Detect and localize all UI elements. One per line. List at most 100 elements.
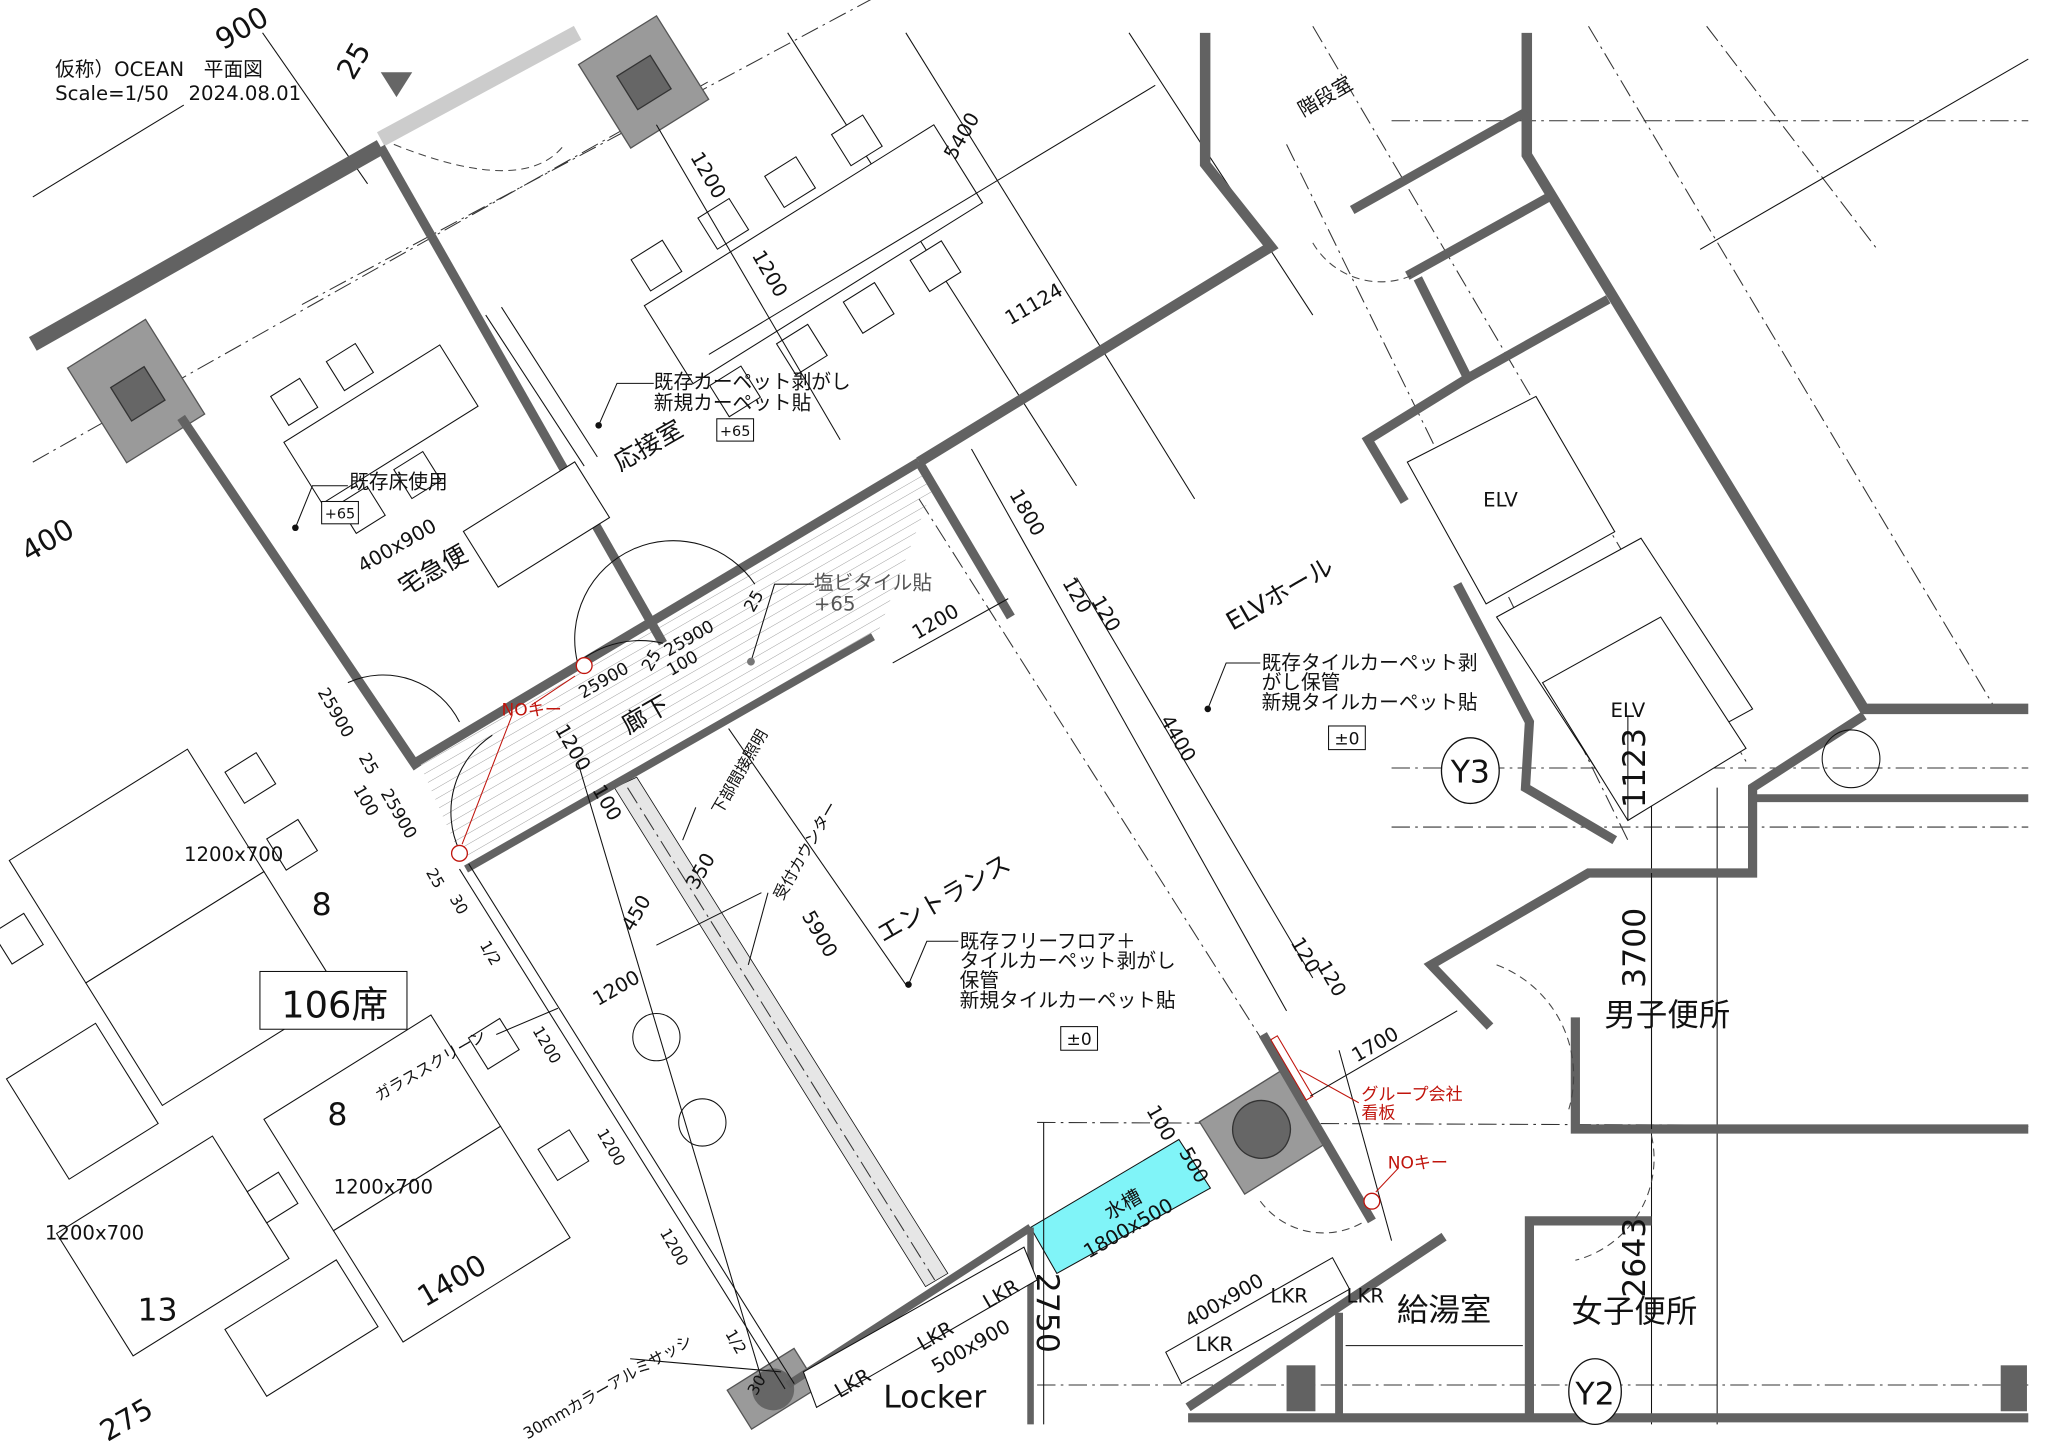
dimension: 3700 xyxy=(1617,908,1653,988)
dimension: 11124 xyxy=(1001,279,1067,330)
elevator-cars xyxy=(1406,395,1754,822)
signboard-label: 看板 xyxy=(1361,1104,1395,1124)
seat-count-box xyxy=(259,970,408,1030)
meeting-tables xyxy=(630,114,984,418)
no-key-annotation: NOキー xyxy=(450,657,593,862)
dimension: 5400 xyxy=(939,108,984,163)
dimension: 1200 xyxy=(685,148,730,203)
dimension: 275 xyxy=(94,1391,159,1448)
locker-label: LKR xyxy=(1347,1284,1385,1307)
drawing-scale-date: Scale=1/50 2024.08.01 xyxy=(55,82,301,105)
signboard-label: グループ会社 xyxy=(1361,1085,1462,1105)
table-size: 1200x700 xyxy=(334,1175,433,1198)
dimension: 25 xyxy=(422,865,448,892)
note-text: 既存フリーフロア＋ xyxy=(960,930,1136,953)
glass-screen xyxy=(459,306,1523,1390)
door-swings xyxy=(347,143,1881,1261)
seat-count: 13 xyxy=(137,1293,177,1329)
note-entrance-floor: 既存フリーフロア＋ タイルカーペット剥がし 保管 新規タイルカーペット貼 xyxy=(905,930,1176,1012)
note-text: 既存床使用 xyxy=(349,470,447,493)
room-label: 応接室 xyxy=(609,414,688,477)
corridor-floor xyxy=(417,462,935,870)
dimension: 1/2 xyxy=(476,937,505,968)
dimension: 1800 xyxy=(1005,485,1050,540)
dimension: 25 xyxy=(354,750,382,779)
note-vinyl-tile: 塩ビタイル貼 +65 xyxy=(746,571,932,666)
grid-mark-label: Y2 xyxy=(1574,1377,1614,1413)
level-box xyxy=(321,500,359,525)
note-text: 新規タイルカーペット貼 xyxy=(960,989,1176,1012)
room-label: ELV xyxy=(1611,699,1646,722)
level-box xyxy=(1328,725,1366,751)
walls xyxy=(28,25,2029,1425)
north-marker-icon xyxy=(380,72,413,98)
note-text: がし保管 xyxy=(1262,671,1341,694)
room-label: ELVホール xyxy=(1221,552,1338,637)
level-box xyxy=(1060,1026,1099,1051)
level-label: +65 xyxy=(720,424,750,440)
room-label: ELV xyxy=(1483,489,1518,512)
dimension: 2750 xyxy=(1029,1273,1065,1353)
dimension: 100 xyxy=(349,782,383,820)
room-label: 階段室 xyxy=(1294,72,1357,121)
note-text: 既存タイルカーペット剥 xyxy=(1262,652,1478,675)
note-text: 新規タイルカーペット貼 xyxy=(1262,691,1478,714)
note-text: +65 xyxy=(814,592,856,615)
reception-tables xyxy=(269,342,611,588)
dimension-lines xyxy=(577,84,1653,1425)
column xyxy=(726,1347,820,1431)
note-elv-floor: 既存タイルカーペット剥 がし保管 新規タイルカーペット貼 xyxy=(1204,652,1478,714)
dimension: 30 xyxy=(446,891,472,918)
dimension: 120 xyxy=(1058,573,1097,617)
dimension: 1200 xyxy=(908,599,963,644)
level-label: ±0 xyxy=(1334,729,1359,749)
no-key-label: NOキー xyxy=(502,700,562,720)
dimension: 900 xyxy=(209,0,274,57)
dimension: 1123 xyxy=(1617,728,1653,808)
note-sash: 30mmカラーアルミサッシ xyxy=(520,1331,696,1443)
room-label: 給湯室 xyxy=(1397,1293,1492,1329)
room-label: 男子便所 xyxy=(1604,997,1730,1033)
dimension: 4400 xyxy=(1155,711,1200,766)
no-key-annotation: NOキー xyxy=(1363,1153,1448,1210)
table-size: 1200x700 xyxy=(184,843,283,866)
dimension: 1700 xyxy=(1348,1022,1403,1067)
note-existing-floor: 既存床使用 xyxy=(292,470,448,532)
dimension: 25900 xyxy=(376,786,420,843)
table-size: 1200x700 xyxy=(45,1221,144,1244)
note-indirect-light: 下部間接照明 xyxy=(708,726,772,817)
note-text: 既存カーペット剥がし xyxy=(654,371,851,394)
note-text: 保管 xyxy=(960,969,999,992)
room-label: Locker xyxy=(883,1379,986,1415)
dimension: 400 xyxy=(15,512,80,569)
dimension: 1200 xyxy=(589,966,644,1011)
dimension: 25900 xyxy=(313,684,357,741)
note-text: タイルカーペット剥がし xyxy=(960,950,1176,973)
note-reception-counter: 受付カウンター xyxy=(769,798,841,903)
room-label: 女子便所 xyxy=(1571,1294,1697,1330)
grid-mark-y3: Y3 xyxy=(1440,737,1500,805)
grid-mark-y2: Y2 xyxy=(1568,1358,1622,1426)
level-label: +65 xyxy=(325,507,355,523)
dimension: 450 xyxy=(617,891,656,935)
dimension: 25 xyxy=(330,36,378,85)
level-label: ±0 xyxy=(1067,1030,1092,1050)
drawing-title: 仮称）OCEAN 平面図 xyxy=(55,58,263,81)
dimension: 1/2 xyxy=(721,1326,750,1357)
seat-count: 8 xyxy=(327,1097,347,1133)
water-tank xyxy=(1029,1138,1212,1275)
grid-mark-label: Y3 xyxy=(1450,754,1490,790)
dimension: 5900 xyxy=(797,907,842,962)
no-key-label: NOキー xyxy=(1388,1153,1448,1173)
column xyxy=(66,318,206,464)
seating-area xyxy=(0,748,590,1397)
note-carpet: 既存カーペット剥がし 新規カーペット貼 xyxy=(595,371,851,429)
column xyxy=(1198,1068,1330,1196)
seat-count: 8 xyxy=(312,887,332,923)
note-text: 新規カーペット貼 xyxy=(654,392,811,415)
level-box xyxy=(716,418,755,442)
reception-counter xyxy=(613,776,949,1288)
lockers xyxy=(802,1246,1351,1409)
dimension: 2643 xyxy=(1617,1218,1653,1298)
